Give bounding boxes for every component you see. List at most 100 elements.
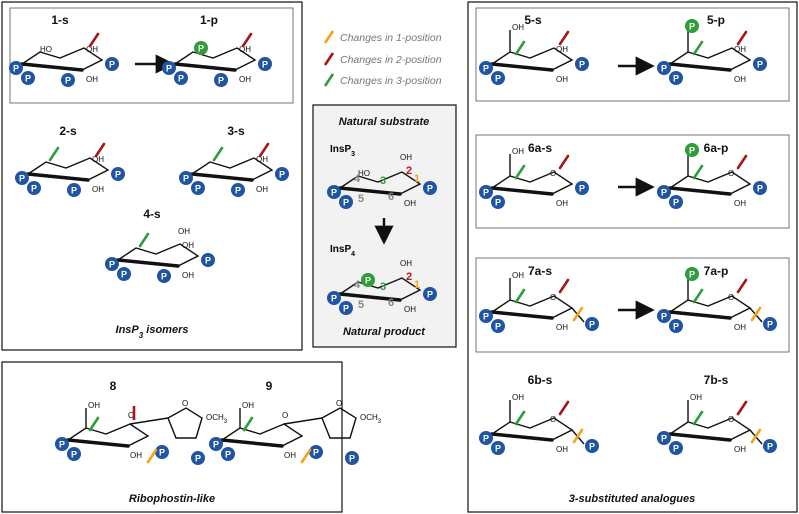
label-7as: 7a-s [528, 264, 552, 278]
phosphate-ball [669, 71, 683, 85]
green-change-arrow [242, 416, 254, 432]
phosphate-ball [657, 185, 671, 199]
label-6bs: 6b-s [528, 373, 553, 387]
legend: Changes in 1-position Changes in 2-posit… [323, 30, 442, 87]
caption-ribophostin: Ribophostin-like [129, 493, 215, 505]
phosphate-symbol: P [159, 448, 165, 458]
atom-label: O [550, 169, 556, 178]
phosphate-symbol: P [767, 442, 773, 452]
red-change-arrow [88, 32, 100, 48]
phosphate-ball [67, 447, 81, 461]
och3-text: OCH [360, 413, 378, 422]
atom-label: OH [86, 45, 98, 54]
panel-ribophostin [1, 361, 343, 513]
legend-red-arrow [323, 52, 335, 66]
red-change-arrow [736, 30, 748, 46]
phosphate-symbol: P [483, 434, 489, 444]
phosphate-ball [657, 61, 671, 75]
atom-label: OH [400, 259, 412, 268]
phosphate-ball [491, 71, 505, 85]
phosphate-ball [479, 309, 493, 323]
phosphate-ball [157, 269, 171, 283]
phosphate-symbol: P [427, 290, 433, 300]
phosphate-ball [479, 61, 493, 75]
phosphate-symbol: P [589, 442, 595, 452]
phosphate-symbol: P [483, 64, 489, 74]
phosphate-ball [423, 181, 437, 195]
phosphate-ball [575, 57, 589, 71]
phosphate-symbol: P [161, 272, 167, 282]
atom-label: O [550, 293, 556, 302]
phosphate-ball [339, 301, 353, 315]
ring-bold-bond [668, 62, 732, 72]
phosphate-ball [479, 431, 493, 445]
phosphate-ball [67, 183, 81, 197]
ring-bold-bond [20, 62, 84, 72]
green-change-arrow [514, 410, 526, 426]
box-1 [9, 7, 294, 104]
red-change-arrow [558, 30, 570, 46]
phosphate-ball [327, 291, 341, 305]
link-bond [283, 417, 323, 425]
phosphate-ball [15, 171, 29, 185]
phosphate-symbol: P [262, 60, 268, 70]
phosphate-symbol: P [767, 320, 773, 330]
ribose-bond [167, 407, 203, 439]
phosphate-symbol: P [495, 74, 501, 84]
phosphate-ball [275, 167, 289, 181]
phosphate-ball [258, 57, 272, 71]
phosphate-symbol: P [343, 304, 349, 314]
phosphate-ball [201, 253, 215, 267]
phosphate-symbol: P [313, 448, 319, 458]
green-change-arrow [692, 288, 704, 304]
phosphate-ball [174, 71, 188, 85]
atom-label: OH [734, 45, 746, 54]
phosphate-ball [753, 181, 767, 195]
ring-bold-bond [338, 186, 402, 196]
green-change-arrow [692, 410, 704, 426]
label-1p: 1-p [200, 13, 218, 27]
green-change-arrow [212, 146, 224, 162]
orange-change-arrow [300, 448, 312, 464]
phosphate-symbol: P [661, 188, 667, 198]
position-number: 4 [354, 173, 361, 185]
red-change-arrow [558, 278, 570, 294]
phosphate-symbol: P [19, 174, 25, 184]
caption-isomers: InsP3 isomers [116, 324, 189, 340]
green-change-arrow [138, 232, 150, 248]
green-change-arrow [692, 164, 704, 180]
phosphate-ball [657, 431, 671, 445]
green-change-arrow [48, 146, 60, 162]
phosphate-ball-green [685, 143, 699, 157]
phosphate-ball [657, 309, 671, 323]
atom-label: OH [512, 393, 524, 402]
phosphate-ball [345, 451, 359, 465]
red-change-arrow [736, 154, 748, 170]
och3-sub: 3 [224, 419, 228, 425]
ring-bold-bond [26, 172, 90, 182]
atom-label: OH [178, 227, 190, 236]
label-2s: 2-s [59, 124, 77, 138]
caption-natural-substrate: Natural substrate [339, 116, 429, 128]
phosphate-ball [111, 167, 125, 181]
phosphate-symbol: P [213, 440, 219, 450]
atom-label: O [182, 399, 188, 408]
ring-bold-bond [220, 438, 284, 448]
position-number: 6 [388, 297, 394, 309]
label-9: 9 [266, 379, 273, 393]
phosphate-symbol: P [115, 170, 121, 180]
phosphate-symbol: P [689, 146, 695, 156]
phosphate-symbol: P [495, 444, 501, 454]
atom-label: OH [556, 75, 568, 84]
phosphate-ball [221, 447, 235, 461]
atom-label: OH [404, 305, 416, 314]
phosphate-symbol: P [673, 198, 679, 208]
atom-label: OH [556, 199, 568, 208]
